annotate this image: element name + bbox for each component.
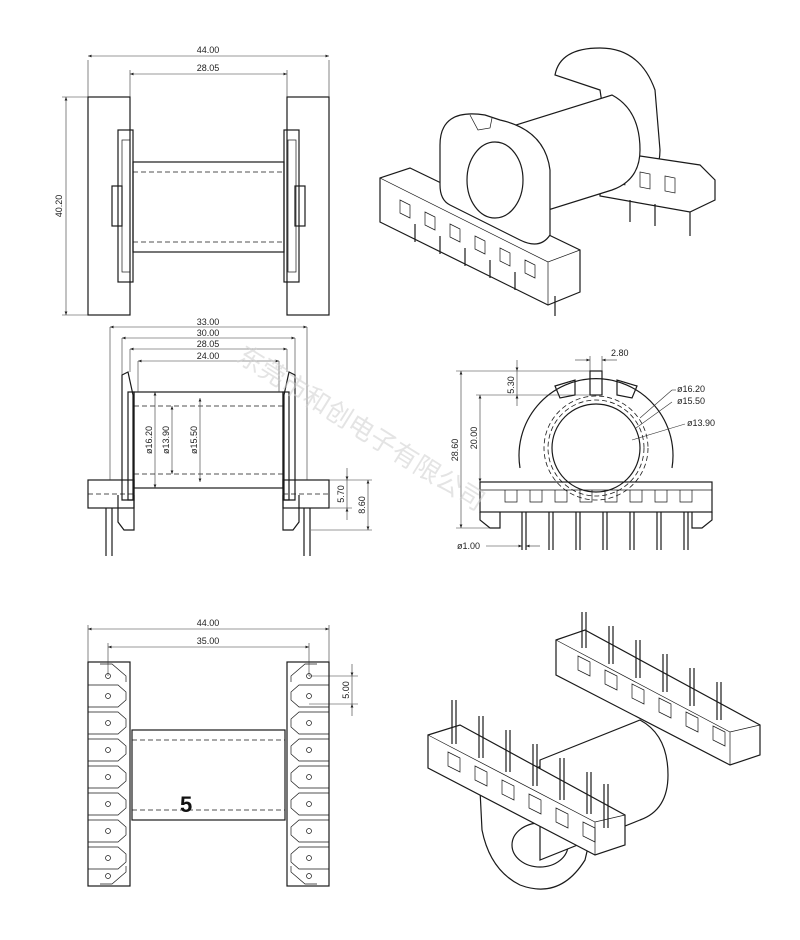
dim-side-inner-height: 20.00 [469, 427, 479, 450]
dim-side-d2: ø15.50 [677, 396, 705, 406]
dim-side-pin-dia: ø1.00 [457, 541, 480, 551]
dim-top-height: 40.20 [54, 195, 64, 218]
top-view: 44.00 28.05 40.20 [54, 45, 330, 316]
dim-bottom-pin-pitch: 5.00 [341, 681, 351, 699]
bottom-view: 44.00 35.00 5.00 5 [87, 618, 358, 887]
dim-side-d1: ø16.20 [677, 384, 705, 394]
dim-front-w3: 28.05 [197, 339, 220, 349]
dim-front-d2: ø13.90 [161, 426, 171, 454]
dim-top-inner-width: 28.05 [197, 63, 220, 73]
side-view: 2.80 5.30 20.00 28.60 ø16.20 ø15.50 ø13.… [450, 348, 715, 551]
dim-front-d1: ø16.20 [144, 426, 154, 454]
dim-side-slot-depth: 5.30 [506, 376, 516, 394]
dim-side-total-height: 28.60 [450, 439, 460, 462]
isometric-view-bottom [427, 612, 761, 890]
watermark-text: 东莞市和创电子有限公司 [231, 340, 489, 517]
dim-top-overall-width: 44.00 [197, 45, 220, 55]
dim-front-w2: 30.00 [197, 328, 220, 338]
dim-front-w4: 24.00 [197, 351, 220, 361]
dim-side-d3: ø13.90 [687, 418, 715, 428]
dim-front-h1: 5.70 [336, 485, 346, 503]
front-view: 33.00 30.00 28.05 24.00 ø16.20 ø13.90 ø1… [87, 317, 372, 556]
dim-front-d3: ø15.50 [189, 426, 199, 454]
dim-bottom-overall-width: 44.00 [197, 618, 220, 628]
view-number-label: 5 [180, 792, 192, 817]
dim-side-slot-width: 2.80 [611, 348, 629, 358]
bottom-left-pin-holes [105, 673, 111, 879]
dim-front-h2: 8.60 [357, 496, 367, 514]
isometric-view-top [379, 47, 716, 316]
dim-bottom-pin-span: 35.00 [197, 636, 220, 646]
dim-front-w1: 33.00 [197, 317, 220, 327]
